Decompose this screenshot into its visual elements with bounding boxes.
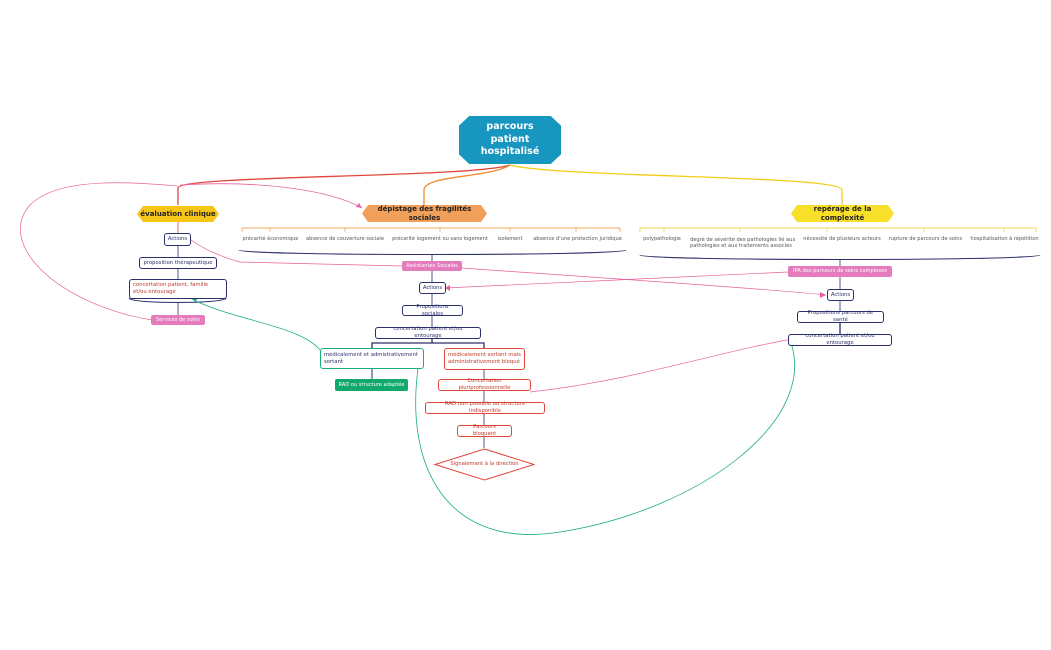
complexite-actions[interactable]: Actions: [827, 289, 854, 301]
depistage-item-isolement[interactable]: isolement: [497, 236, 523, 243]
bracket-complexite-top: [639, 227, 1037, 232]
depistage-item-precarite-economique[interactable]: précarité économique: [242, 236, 299, 243]
arrow-head-ipa: [820, 292, 826, 298]
link-evaluation-depistage: [179, 183, 363, 209]
topic-depistage-fragilites[interactable]: dépistage des fragilités sociales: [362, 205, 487, 222]
arrow-head-depistage: [356, 203, 362, 208]
link-ipa-actions: [444, 271, 789, 289]
eval-actions[interactable]: Actions: [164, 233, 191, 246]
depistage-assistantes-sociales[interactable]: Assistantes Sociales: [402, 261, 462, 271]
diamond-shape: [434, 448, 535, 481]
depistage-concertation-pluri[interactable]: Concertation pluriprofessionnelle: [438, 378, 531, 391]
branch-line-depistage: [423, 164, 511, 205]
link-concertation-loop: [415, 339, 796, 535]
complexite-ipa[interactable]: IPA des parcours de soins complexes: [788, 266, 892, 277]
bracket-eval: [128, 297, 227, 303]
bracket-depistage-top: [241, 227, 621, 232]
eval-services-de-soins[interactable]: Services de soins: [151, 315, 205, 325]
eval-proposition-therapeutique[interactable]: proposition thérapeutique: [139, 257, 217, 269]
signalement-label: Signalement à la direction: [450, 461, 519, 468]
depistage-concertation[interactable]: concertation patient et/ou entourage: [375, 326, 481, 339]
root-topic[interactable]: parcours patient hospitalisé: [459, 116, 561, 164]
depistage-propositions-sociales[interactable]: Propositions sociales: [402, 304, 463, 317]
depistage-item-couverture-sociale[interactable]: absence de couverture sociale: [306, 236, 384, 243]
branch-line-complexite: [509, 164, 843, 205]
link-concertation-pluri: [529, 335, 811, 393]
depistage-actions[interactable]: Actions: [419, 282, 446, 294]
topic-evaluation-clinique[interactable]: évaluation clinique: [137, 206, 219, 222]
bracket-depistage: [238, 249, 627, 256]
complexite-item-severite[interactable]: degré de sévérité des pathologies lié au…: [690, 236, 796, 249]
complexite-concertation[interactable]: concertation patient et/ou entourage: [788, 333, 892, 346]
depistage-item-precarite-logement[interactable]: précarité logement ou sans logement: [392, 236, 488, 243]
depistage-rad-non-possible[interactable]: RAD non possible ou structure indisponib…: [425, 401, 545, 414]
depistage-medicalement-bloque[interactable]: médicalement sortant mais administrative…: [444, 348, 525, 370]
complexite-item-polypathologie[interactable]: polypathologie: [643, 236, 681, 243]
split-depistage: [371, 339, 485, 348]
branch-line-evaluation: [177, 164, 511, 205]
arrow-head-actions: [445, 285, 450, 291]
link-services-loop: [20, 182, 179, 321]
depistage-signalement-direction[interactable]: Signalement à la direction: [434, 448, 535, 481]
topic-reperage-complexite[interactable]: repérage de la complexité: [791, 205, 894, 222]
complexite-propositions-parcours[interactable]: Propositions parcours de santé: [797, 310, 884, 323]
depistage-parcours-bloquant[interactable]: Parcours bloquant: [457, 424, 512, 437]
link-medical-to-eval: [189, 297, 321, 351]
depistage-rad-structure-adaptee[interactable]: RAD ou structure adaptée: [335, 379, 408, 391]
link-actions-assistantes: [190, 239, 403, 267]
link-assistantes-ipa: [461, 267, 827, 296]
complexite-item-plusieurs-acteurs[interactable]: nécessité de plusieurs acteurs: [803, 236, 881, 243]
eval-concertation[interactable]: concertation patient, famille et/ou ento…: [129, 279, 227, 299]
complexite-item-rupture-parcours[interactable]: rupture de parcours de soins: [888, 236, 963, 243]
bracket-complexite: [639, 254, 1041, 261]
depistage-medicalement-sortant[interactable]: médicalement et admistrativement sortant: [320, 348, 424, 369]
complexite-item-hospitalisation[interactable]: hospitalisation à répétition: [970, 236, 1039, 243]
depistage-item-protection-juridique[interactable]: absence d'une protection juridique: [533, 236, 622, 243]
